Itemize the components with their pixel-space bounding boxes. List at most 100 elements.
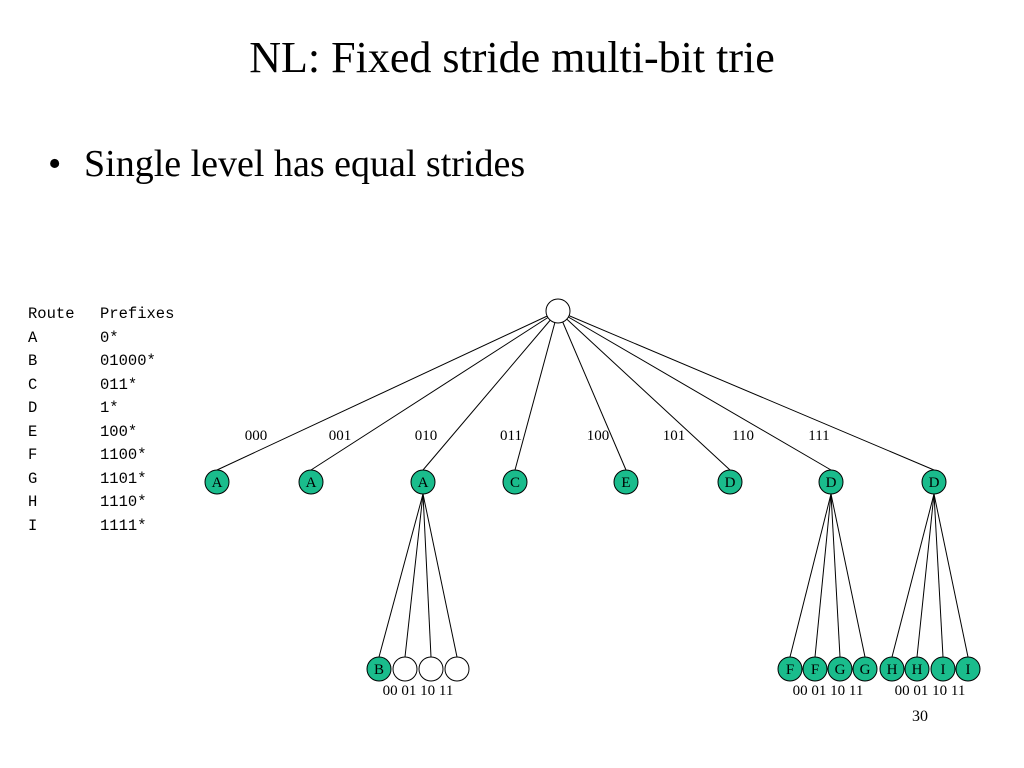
edge-label: 001 (329, 428, 352, 444)
node-circle (613, 469, 639, 495)
node-circle (717, 469, 743, 495)
node-circle (921, 469, 947, 495)
trie-node: D (921, 469, 947, 495)
route-name: B (28, 352, 38, 370)
trie-node: H (879, 656, 905, 682)
node-circle (930, 656, 956, 682)
node-label: F (786, 662, 794, 678)
trie-edge (557, 310, 731, 471)
trie-node: C (502, 469, 528, 495)
trie-node: F (802, 656, 828, 682)
node-circle (802, 656, 828, 682)
route-header: Route (28, 305, 75, 323)
trie-node: I (955, 656, 981, 682)
trie-node: G (827, 656, 853, 682)
trie-edge (404, 493, 424, 658)
node-label: C (510, 475, 520, 491)
trie-edge (422, 493, 432, 658)
trie-edge (557, 310, 627, 471)
node-circle (777, 656, 803, 682)
route-prefix: 0* (100, 328, 119, 347)
trie-edge (933, 493, 944, 658)
route-prefix: 1111* (100, 516, 147, 535)
node-label: B (374, 662, 384, 678)
node-label: H (912, 662, 923, 678)
prefixes-header: Prefixes (100, 305, 175, 323)
trie-edges (216, 310, 969, 658)
node-circle (418, 656, 444, 682)
node-circle (904, 656, 930, 682)
trie-node: H (904, 656, 930, 682)
trie-edge (378, 493, 424, 658)
node-label: A (418, 475, 429, 491)
trie-edge (310, 310, 559, 471)
trie-edge (933, 493, 969, 658)
node-label: A (212, 475, 223, 491)
route-table-row: B 01000* (28, 350, 174, 374)
edge-label: 111 (808, 428, 829, 444)
node-label: D (826, 475, 837, 491)
node-label: G (860, 662, 871, 678)
edge-label: 011 (500, 428, 522, 444)
trie-node: I (930, 656, 956, 682)
node-label: I (966, 662, 971, 678)
node-circle (366, 656, 392, 682)
child-index-labels: 00 01 10 11 (383, 683, 454, 699)
trie-edge (814, 493, 832, 658)
child-index-labels: 00 01 10 11 (793, 683, 864, 699)
node-label: E (621, 475, 630, 491)
edge-label: 010 (415, 428, 438, 444)
node-circle (502, 469, 528, 495)
route-prefix: 01000* (100, 352, 156, 370)
node-circle (298, 469, 324, 495)
trie-edge (830, 493, 866, 658)
route-prefix: 1* (100, 399, 119, 417)
edge-label: 100 (587, 428, 610, 444)
trie-edge (830, 493, 841, 658)
node-label: A (306, 475, 317, 491)
route-name: A (28, 328, 38, 347)
node-circle (410, 469, 436, 495)
trie-node: A (410, 469, 436, 495)
trie-node: D (717, 469, 743, 495)
node-circle (444, 656, 470, 682)
trie-node: A (298, 469, 324, 495)
route-table-row: C 011* (28, 374, 174, 398)
route-table-row: A 0* (28, 327, 174, 351)
route-prefix: 011* (100, 375, 138, 394)
route-prefix: 1100* (100, 446, 147, 464)
bullet-item: • Single level has equal strides (48, 142, 525, 188)
node-label: I (941, 662, 946, 678)
child-index-labels: 00 01 10 11 (895, 683, 966, 699)
slide-number: 30 (912, 708, 928, 725)
route-name: E (28, 422, 38, 441)
route-prefix: 1110* (100, 493, 147, 511)
trie-edge (557, 310, 832, 471)
trie-node: A (204, 469, 230, 495)
node-circle (392, 656, 418, 682)
bullet-text: Single level has equal strides (84, 143, 526, 185)
empty-trie-node (444, 656, 470, 682)
node-circle (852, 656, 878, 682)
node-label: D (725, 475, 736, 491)
trie-node: F (777, 656, 803, 682)
route-name: D (28, 399, 38, 417)
route-name: H (28, 493, 38, 511)
trie-edge (216, 310, 559, 471)
trie-edge (789, 493, 832, 658)
route-name: F (28, 446, 38, 464)
node-circle (545, 298, 571, 324)
trie-node: G (852, 656, 878, 682)
node-label: D (929, 475, 940, 491)
route-name: C (28, 375, 38, 394)
trie-edge (514, 310, 559, 471)
empty-trie-node (392, 656, 418, 682)
route-name: G (28, 469, 38, 488)
node-label: F (811, 662, 819, 678)
route-table-row: F 1100* (28, 444, 174, 468)
trie-edge (557, 310, 935, 471)
node-circle (827, 656, 853, 682)
